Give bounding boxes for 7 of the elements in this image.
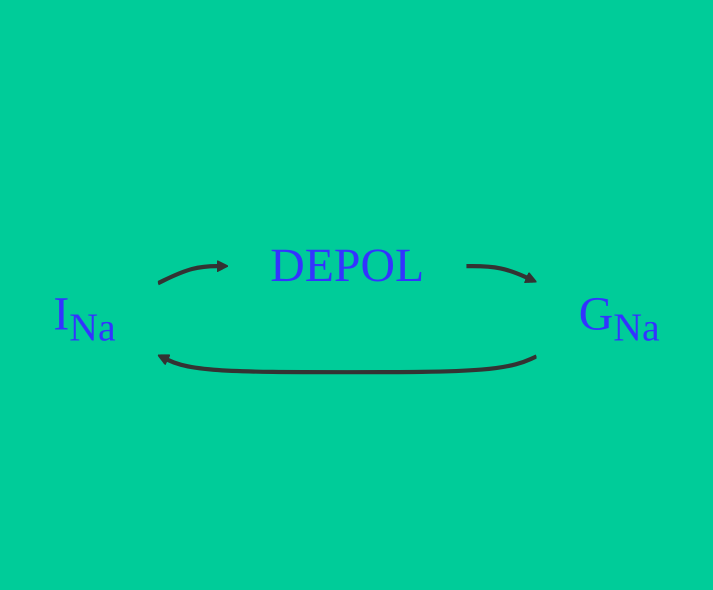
arrow [157, 354, 538, 374]
node-text: DEPOL [270, 240, 424, 292]
node-text: I$_{Na}$ [53, 288, 116, 350]
arrow [156, 260, 229, 286]
cycle-diagram: I$_{Na}$ DEPOL G$_{Na}$ [0, 198, 713, 392]
node-text: G$_{Na}$ [578, 288, 660, 350]
arrow [466, 264, 538, 284]
